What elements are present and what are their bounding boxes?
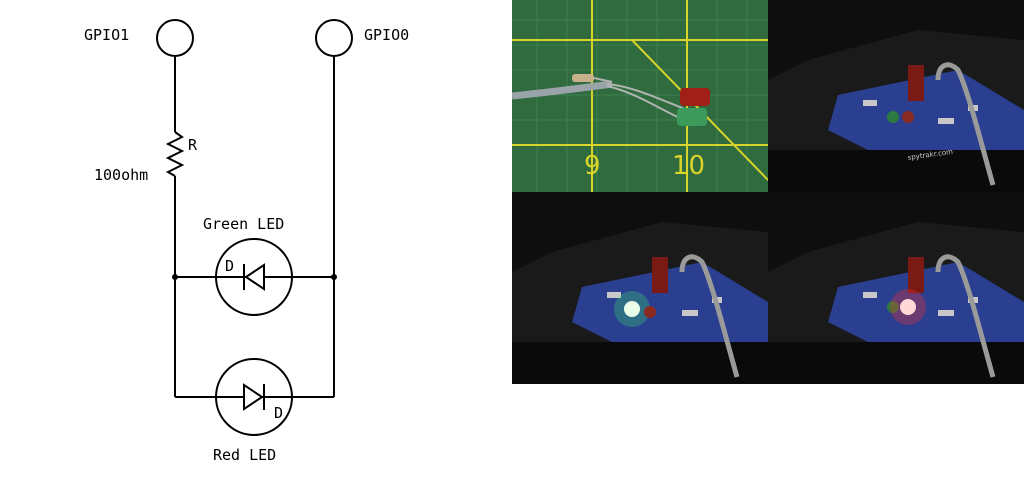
- red-led-diode: [243, 383, 264, 411]
- red-led-label: Red LED: [213, 446, 276, 464]
- photo-board-green-on: [512, 192, 768, 384]
- gpio0-label: GPIO0: [364, 26, 409, 44]
- green-led-body: [215, 238, 293, 316]
- resistor-label: R: [188, 136, 198, 154]
- photo-board-red-on: [768, 192, 1024, 384]
- green-led-designator: D: [225, 257, 234, 275]
- red-led-photo: [680, 88, 710, 106]
- photo-board-both-off: spytrakr.com: [768, 0, 1024, 192]
- circuit-schematic: GPIO1 GPIO0 R 100ohm Green LED D Red LED…: [84, 19, 409, 464]
- red-led-off: [902, 111, 914, 123]
- junction-right: [331, 274, 337, 280]
- mat-number-9: 9: [584, 151, 601, 181]
- mat-number-10: 10: [672, 151, 705, 181]
- resistor-value: 100ohm: [94, 166, 148, 184]
- red-led-off: [644, 306, 656, 318]
- red-led-lit: [900, 299, 916, 315]
- green-led-label: Green LED: [203, 215, 284, 233]
- green-led-photo: [677, 108, 707, 126]
- gpio0-terminal: [315, 19, 353, 57]
- red-led-body: [215, 358, 293, 436]
- red-led-designator: D: [274, 404, 283, 422]
- green-led-off: [887, 301, 899, 313]
- green-led-off: [887, 111, 899, 123]
- photo-leds-on-mat: 9 10: [512, 0, 768, 192]
- gpio1-terminal: [156, 19, 194, 57]
- gpio1-label: GPIO1: [84, 26, 129, 44]
- green-led-lit: [624, 301, 640, 317]
- resistor-symbol: [165, 131, 185, 177]
- junction-left: [172, 274, 178, 280]
- green-led-diode: [244, 263, 265, 291]
